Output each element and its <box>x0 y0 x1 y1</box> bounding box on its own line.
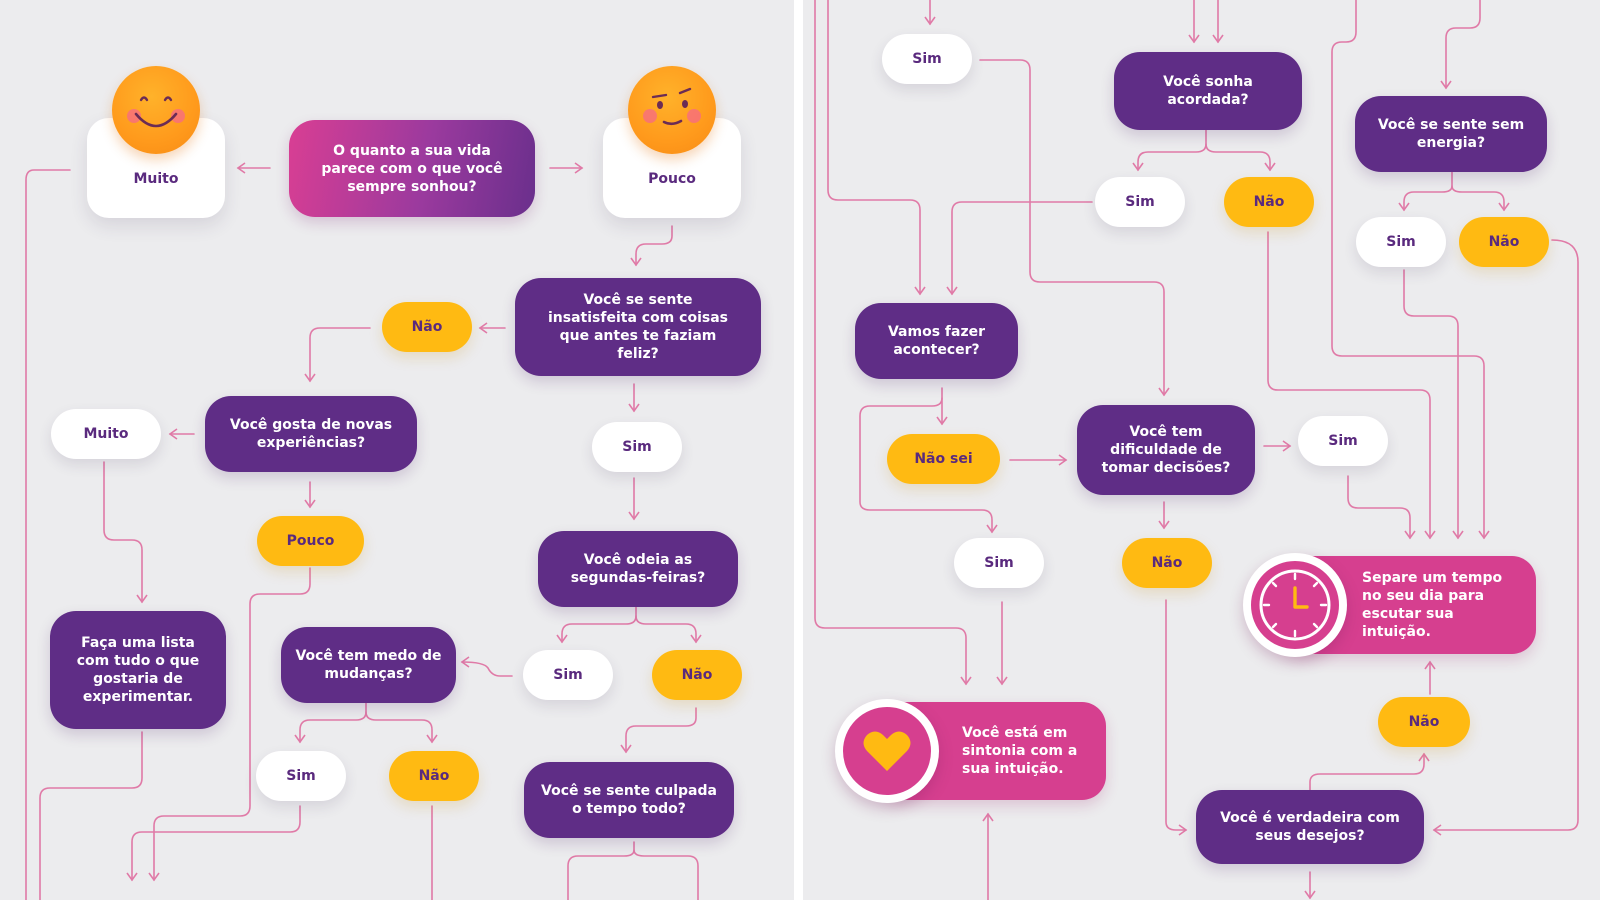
skeptical-face-icon <box>628 66 716 154</box>
sim-insatisfeita-label: Sim <box>622 439 652 455</box>
verdadeira-question[interactable]: Você é verdadeira com seus desejos? <box>1196 790 1424 864</box>
insatisfeita-text: Você se sente insatisfeita com coisas qu… <box>548 292 728 362</box>
muito-experiencias-label: Muito <box>83 426 129 442</box>
arrow-sim-energia-down <box>1403 269 1464 540</box>
novas-experiencias-text: Você gosta de novas experiências? <box>229 417 393 451</box>
insatisfeita-question[interactable]: Você se sente insatisfeita com coisas qu… <box>515 278 761 376</box>
sim-dificuldade-button[interactable]: Sim <box>1298 416 1388 466</box>
arrow-verdadeira-to-nao <box>1309 752 1430 791</box>
nao-energia-label: Não <box>1488 234 1520 250</box>
sim-vamos-button[interactable]: Sim <box>954 538 1044 588</box>
arrow-vamos-left-loop <box>859 397 998 534</box>
arrow-sim-medo-down <box>126 805 301 882</box>
clock-icon <box>1243 553 1347 657</box>
arrow-sim-sonha-to-vamos <box>946 201 1093 296</box>
separe-tempo-text: Separe um tempo no seu dia para escutar … <box>1362 570 1503 640</box>
arrow-energia-split <box>1398 171 1453 212</box>
arrow-sim-dificuldade-to-separe <box>1347 475 1416 540</box>
nao-energia-button[interactable]: Não <box>1459 217 1549 267</box>
nao-insatisfeita-button[interactable]: Não <box>382 302 472 352</box>
verdadeira-text: Você é verdadeira com seus desejos? <box>1220 810 1400 844</box>
dificuldade-text: Você tem dificuldade de tomar decisões? <box>1101 424 1231 476</box>
vamos-fazer-text: Vamos fazer acontecer? <box>887 324 985 358</box>
novas-experiencias-question[interactable]: Você gosta de novas experiências? <box>205 396 417 472</box>
nao-verdadeira-label: Não <box>1408 714 1440 730</box>
nao-segundas-label: Não <box>681 667 713 683</box>
sim-sonha-button[interactable]: Sim <box>1095 177 1185 227</box>
sim-sonha-label: Sim <box>1125 194 1155 210</box>
culpada-text: Você se sente culpada o tempo todo? <box>541 783 717 817</box>
pouco-experiencias-label: Pouco <box>286 533 335 549</box>
nao-sonha-button[interactable]: Não <box>1224 177 1314 227</box>
arrow-medo-split <box>294 701 367 744</box>
sim-top-right-label: Sim <box>912 51 942 67</box>
arrow-nao-to-novas <box>304 327 371 383</box>
odeia-segundas-question[interactable]: Você odeia as segundas-feiras? <box>538 531 738 607</box>
sem-energia-question[interactable]: Você se sente sem energia? <box>1355 96 1547 172</box>
arrow-sonha-split <box>1132 129 1207 172</box>
start-question-box[interactable]: O quanto a sua vida parece com o que voc… <box>289 120 535 217</box>
nao-dificuldade-label: Não <box>1151 555 1183 571</box>
nao-insatisfeita-label: Não <box>411 319 443 335</box>
vamos-fazer-question[interactable]: Vamos fazer acontecer? <box>855 303 1018 379</box>
arrow-sim-to-medo <box>460 656 513 677</box>
sim-dificuldade-label: Sim <box>1328 433 1358 449</box>
arrow-lista-down <box>39 731 143 900</box>
faca-lista-text: Faça uma lista com tudo o que gostaria d… <box>76 635 200 705</box>
nao-mudancas-label: Não <box>418 768 450 784</box>
sim-segundas-button[interactable]: Sim <box>523 650 613 700</box>
nao-sonha-label: Não <box>1253 194 1285 210</box>
sintonia-text: Você está em sintonia com a sua intuição… <box>962 725 1078 777</box>
arrow-sim-right <box>979 59 1170 397</box>
arrow-pouco-to-insatisfeita <box>630 225 673 267</box>
happy-face-icon <box>112 66 200 154</box>
arrow-muito-left-down <box>25 169 71 900</box>
arrow-nao-to-culpada <box>620 707 697 754</box>
sim-insatisfeita-button[interactable]: Sim <box>592 422 682 472</box>
sonha-acordada-question[interactable]: Você sonha acordada? <box>1114 52 1302 130</box>
sim-vamos-label: Sim <box>984 555 1014 571</box>
pouco-experiencias-button[interactable]: Pouco <box>257 516 364 566</box>
arrow-top-right-long <box>1331 0 1490 540</box>
sim-energia-label: Sim <box>1386 234 1416 250</box>
muito-card-label: Muito <box>133 171 179 187</box>
arrow-top-to-energia <box>1440 0 1481 90</box>
arrow-nao-dificuldade-to-verdadeira <box>1165 599 1188 836</box>
muito-experiencias-button[interactable]: Muito <box>51 409 161 459</box>
start-question-text: O quanto a sua vida parece com o que voc… <box>321 142 503 195</box>
arrow-pouco-down-left <box>148 567 311 882</box>
nao-sei-label: Não sei <box>914 451 973 467</box>
nao-mudancas-button[interactable]: Não <box>389 751 479 801</box>
sonha-acordada-text: Você sonha acordada? <box>1163 74 1253 108</box>
odeia-segundas-text: Você odeia as segundas-feiras? <box>570 552 706 586</box>
arrow-left-long-1 <box>814 0 972 686</box>
panel-divider <box>794 0 803 900</box>
medo-mudancas-question[interactable]: Você tem medo de mudanças? <box>281 627 456 703</box>
faca-lista-box[interactable]: Faça uma lista com tudo o que gostaria d… <box>50 611 226 729</box>
sim-mudancas-label: Sim <box>286 768 316 784</box>
pouco-card-label: Pouco <box>648 171 696 187</box>
arrow-odeia-split <box>556 605 637 644</box>
dificuldade-question[interactable]: Você tem dificuldade de tomar decisões? <box>1077 405 1255 495</box>
arrow-left-long-2 <box>827 0 926 296</box>
sem-energia-text: Você se sente sem energia? <box>1377 117 1525 151</box>
arrow-nao-sonha-down <box>1267 231 1436 540</box>
nao-segundas-button[interactable]: Não <box>652 650 742 700</box>
medo-mudancas-text: Você tem medo de mudanças? <box>295 648 442 682</box>
sim-mudancas-button[interactable]: Sim <box>256 751 346 801</box>
nao-sei-button[interactable]: Não sei <box>887 434 1000 484</box>
arrow-muito-to-lista <box>103 461 148 604</box>
culpada-question[interactable]: Você se sente culpada o tempo todo? <box>524 762 734 838</box>
sim-top-right-button[interactable]: Sim <box>882 34 972 84</box>
sim-energia-button[interactable]: Sim <box>1356 217 1446 267</box>
arrow-nao-energia-right <box>1432 239 1579 836</box>
nao-verdadeira-button[interactable]: Não <box>1378 697 1470 747</box>
sim-segundas-label: Sim <box>553 667 583 683</box>
arrow-culpada-split <box>567 841 635 900</box>
nao-dificuldade-button[interactable]: Não <box>1122 538 1212 588</box>
heart-icon <box>835 699 939 803</box>
